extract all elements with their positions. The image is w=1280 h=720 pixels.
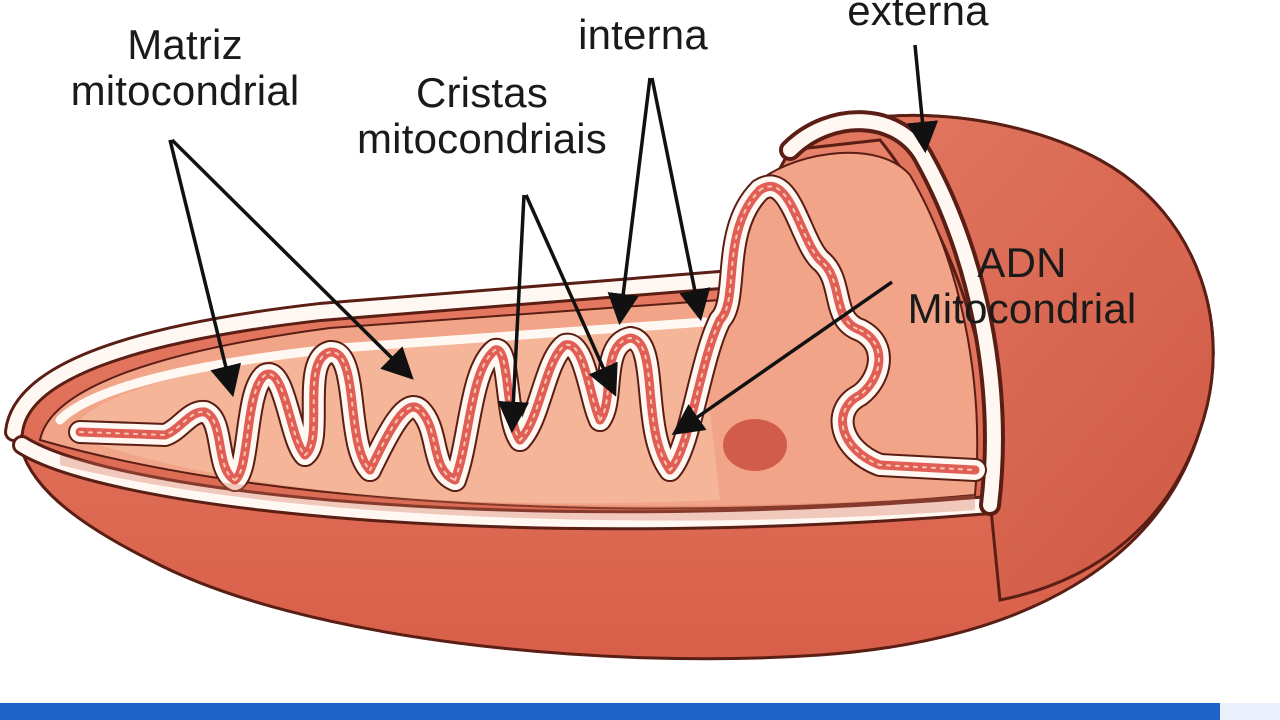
label-line: Matriz xyxy=(127,21,243,68)
label-line: Mitocondrial xyxy=(907,285,1137,332)
arrow-externa xyxy=(906,44,939,154)
arrow-matriz-2 xyxy=(170,138,414,380)
label-matriz-mitocondrial: Matriz mitocondrial xyxy=(40,22,330,114)
label-cristas-mitocondriais: Cristas mitocondriais xyxy=(322,70,642,162)
label-adn-mitocondrial: ADN Mitocondrial xyxy=(882,240,1162,332)
label-line: ADN xyxy=(977,239,1067,286)
label-line: mitocondrial xyxy=(70,67,300,114)
bottom-bar xyxy=(0,703,1280,720)
arrow-cristas-2 xyxy=(524,194,618,397)
label-arrows xyxy=(168,44,939,435)
label-interna: interna xyxy=(578,11,708,58)
arrow-matriz-1 xyxy=(168,139,242,398)
arrow-cristas-1 xyxy=(497,194,530,434)
label-externa: externa xyxy=(847,0,989,34)
bottom-bar-accent xyxy=(1220,703,1280,720)
arrow-interna-2 xyxy=(650,77,711,322)
arrow-adn xyxy=(671,280,893,435)
label-line: mitocondriais xyxy=(356,115,608,162)
mitochondrial-dna xyxy=(723,419,787,471)
label-line: Cristas xyxy=(415,69,549,116)
arrow-interna-1 xyxy=(607,77,652,326)
